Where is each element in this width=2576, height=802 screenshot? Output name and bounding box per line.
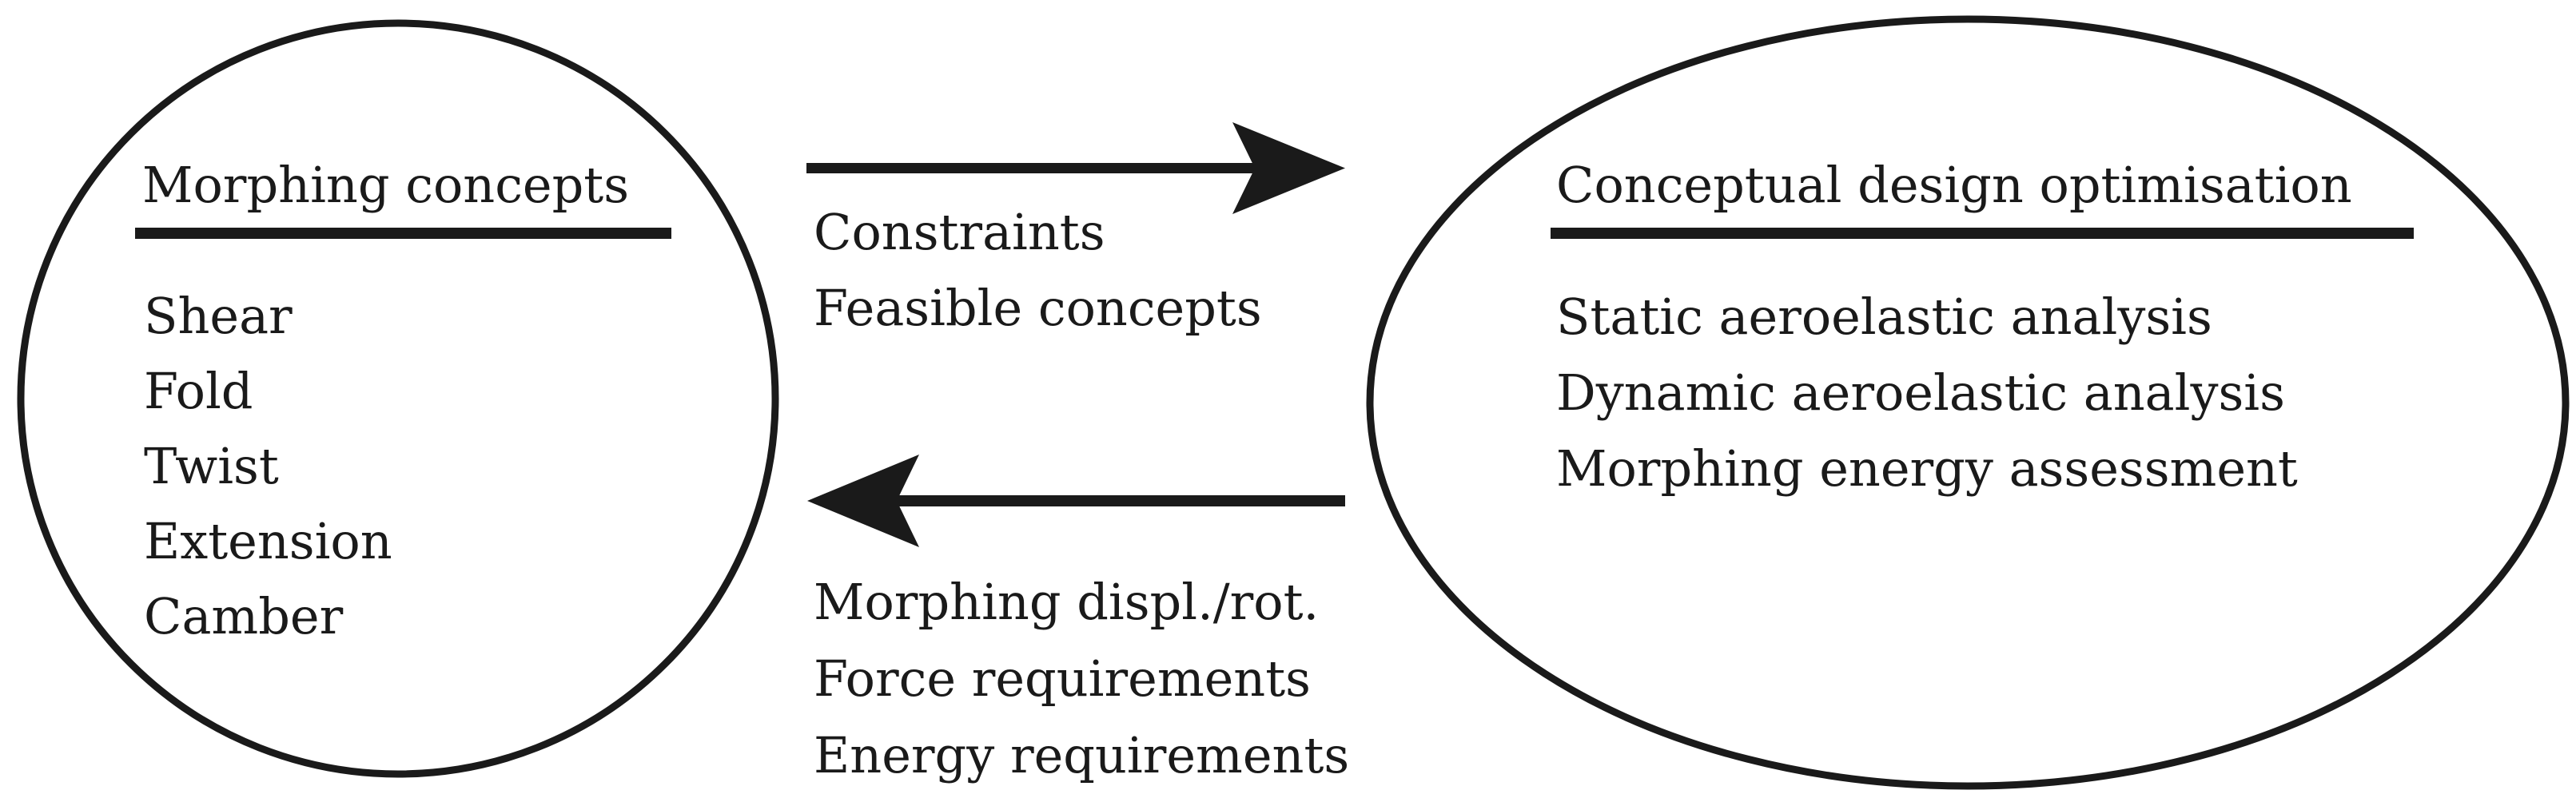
arrow-label: Force requirements [814, 649, 1311, 708]
list-item: Fold [144, 362, 253, 420]
backward-arrowhead [807, 455, 919, 547]
list-item: Morphing energy assessment [1556, 439, 2298, 498]
left-ellipse-outline [17, 19, 779, 778]
left-title-underline [135, 228, 671, 239]
arrow-label: Constraints [814, 203, 1105, 261]
forward-arrow-shaft [806, 163, 1259, 173]
arrow-label: Energy requirements [814, 726, 1350, 784]
left-ellipse-item-list: Shear Fold Twist Extension Camber [144, 279, 392, 654]
list-item: Camber [144, 587, 344, 645]
list-item: Dynamic aeroelastic analysis [1556, 363, 2285, 422]
backward-arrow-icon [807, 455, 1345, 547]
arrow-label: Morphing displ./rot. [814, 573, 1320, 631]
backward-arrow-label-list: Morphing displ./rot. Force requirements … [814, 564, 1349, 794]
right-ellipse-outline [1366, 15, 2570, 790]
backward-arrow-shaft [897, 495, 1345, 506]
list-item: Extension [144, 512, 392, 570]
list-item: Shear [144, 287, 293, 345]
right-ellipse-title: Conceptual design optimisation [1556, 156, 2352, 214]
forward-arrow-icon [806, 122, 1345, 214]
left-ellipse-title: Morphing concepts [142, 156, 630, 214]
arrow-label: Feasible concepts [814, 279, 1262, 337]
forward-arrow-label-list: Constraints Feasible concepts [814, 194, 1262, 346]
right-title-underline [1551, 228, 2414, 239]
forward-arrowhead [1232, 122, 1345, 214]
right-ellipse-item-list: Static aeroelastic analysis Dynamic aero… [1556, 279, 2298, 506]
list-item: Static aeroelastic analysis [1556, 288, 2212, 346]
list-item: Twist [144, 437, 279, 495]
